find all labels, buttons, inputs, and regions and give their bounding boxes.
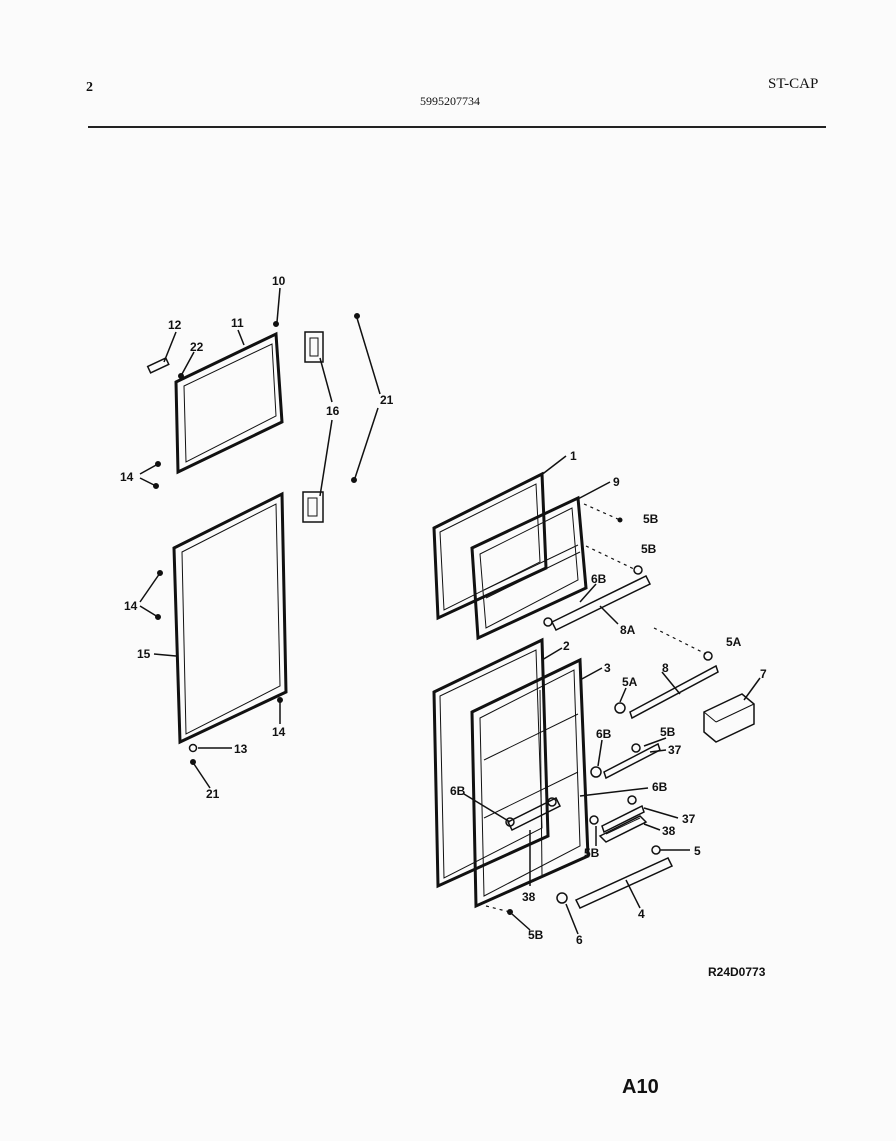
screws-part-21 bbox=[351, 313, 360, 483]
callout-22: 22 bbox=[190, 340, 204, 354]
hinge-upper bbox=[304, 331, 324, 363]
callout-38-b: 38 bbox=[522, 890, 536, 904]
callout-4: 4 bbox=[638, 907, 645, 921]
callout-38-a: 38 bbox=[662, 824, 676, 838]
callout-37-b: 37 bbox=[682, 812, 696, 826]
dairy-door-part-7 bbox=[703, 693, 755, 743]
callout-15: 15 bbox=[137, 647, 151, 661]
callout-6b-d: 6B bbox=[450, 784, 466, 798]
callout-6b-b: 6B bbox=[596, 727, 612, 741]
callout-16: 16 bbox=[326, 404, 340, 418]
freezer-shelf-rail bbox=[543, 517, 652, 632]
page-code: A10 bbox=[622, 1076, 659, 1098]
callout-12: 12 bbox=[168, 318, 182, 332]
hinge-pin-part-12 bbox=[146, 357, 170, 374]
fresh-food-outer-gasket bbox=[432, 637, 550, 889]
fresh-food-door-gasket bbox=[172, 491, 288, 745]
diagram-id: R24D0773 bbox=[708, 965, 766, 979]
callout-10: 10 bbox=[272, 274, 286, 288]
hinge-lower bbox=[302, 491, 324, 523]
callout-5b-b: 5B bbox=[584, 846, 600, 860]
callout-7: 7 bbox=[760, 667, 767, 681]
callout-2: 2 bbox=[563, 639, 570, 653]
callout-14-b: 14 bbox=[124, 599, 138, 613]
callout-11: 11 bbox=[231, 316, 244, 330]
callout-21-b: 21 bbox=[206, 787, 220, 801]
callout-8a: 8A bbox=[620, 623, 636, 637]
header-rule bbox=[88, 126, 826, 128]
callout-13: 13 bbox=[234, 742, 248, 756]
callout-21-a: 21 bbox=[380, 393, 394, 407]
screws-top-left bbox=[153, 321, 279, 489]
callout-6: 6 bbox=[576, 933, 583, 947]
freezer-door-gasket bbox=[174, 331, 284, 475]
shelf-38-right bbox=[598, 815, 648, 843]
callout-5: 5 bbox=[694, 844, 701, 858]
callout-9: 9 bbox=[613, 475, 620, 489]
callout-37-a: 37 bbox=[668, 743, 682, 757]
callout-5a-top: 5A bbox=[726, 635, 742, 649]
leader-lines bbox=[139, 287, 761, 935]
fresh-food-door-liner bbox=[470, 657, 590, 909]
freezer-door-liner bbox=[470, 495, 588, 641]
callout-6b-a: 6B bbox=[591, 572, 607, 586]
callout-5a-mid: 5A bbox=[622, 675, 638, 689]
callout-14-c: 14 bbox=[272, 725, 286, 739]
callout-3: 3 bbox=[604, 661, 611, 675]
door-rack-part-8 bbox=[614, 651, 719, 720]
callout-5b-c: 5B bbox=[528, 928, 544, 942]
page-number: 2 bbox=[86, 80, 93, 95]
rack-37-lower bbox=[589, 795, 645, 834]
callout-5b-mid: 5B bbox=[641, 542, 657, 556]
part-number: 5995207734 bbox=[420, 94, 480, 108]
callout-6b-c: 6B bbox=[652, 780, 668, 794]
callout-14-a: 14 bbox=[120, 470, 134, 484]
model-code: ST-CAP bbox=[768, 76, 819, 92]
callout-labels: 10 11 12 22 14 14 15 14 13 21 16 21 1 9 … bbox=[120, 274, 767, 947]
callout-5b-a: 5B bbox=[660, 725, 676, 739]
callout-1: 1 bbox=[570, 449, 577, 463]
callout-8: 8 bbox=[662, 661, 669, 675]
freezer-door-outer-gasket bbox=[432, 471, 548, 621]
shelf-38-door bbox=[505, 796, 562, 832]
callout-5b-top: 5B bbox=[643, 512, 659, 526]
